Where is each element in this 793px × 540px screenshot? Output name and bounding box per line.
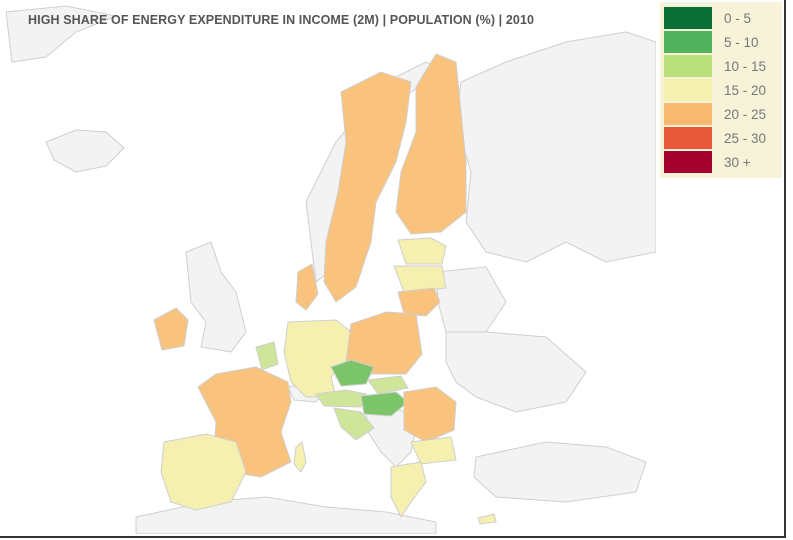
russia-north (455, 31, 657, 263)
spain-portugal[interactable] (160, 433, 247, 511)
legend-item[interactable]: 20 - 25 (664, 102, 782, 126)
legend-label: 5 - 10 (724, 34, 759, 50)
lithuania[interactable] (397, 287, 441, 317)
map-svg (5, 5, 657, 535)
legend-label: 20 - 25 (724, 106, 767, 122)
austria[interactable] (315, 389, 367, 408)
legend-item[interactable]: 25 - 30 (664, 126, 782, 150)
choropleth-map[interactable]: HIGH SHARE OF ENERGY EXPENDITURE IN INCO… (5, 2, 657, 535)
legend-item[interactable]: 0 - 5 (664, 6, 782, 30)
legend-swatch (664, 7, 712, 29)
uk (185, 241, 247, 353)
greenland-fragment (5, 5, 118, 63)
romania[interactable] (403, 386, 457, 443)
hungary[interactable] (360, 391, 409, 417)
legend-swatch (664, 103, 712, 125)
eu-countries (153, 53, 497, 525)
netherlands-belgium[interactable] (255, 341, 279, 371)
iceland (45, 129, 125, 173)
legend-swatch (664, 151, 712, 173)
legend-swatch (664, 127, 712, 149)
sweden[interactable] (323, 71, 412, 303)
legend: 0 - 5 5 - 10 10 - 15 15 - 20 20 - 25 25 … (660, 2, 782, 178)
turkey (473, 441, 647, 503)
legend-swatch (664, 31, 712, 53)
czechia[interactable] (330, 359, 375, 387)
finland[interactable] (395, 53, 467, 235)
ukraine (445, 331, 587, 413)
bulgaria[interactable] (410, 436, 457, 465)
legend-swatch (664, 55, 712, 77)
slovakia[interactable] (367, 375, 409, 395)
legend-label: 25 - 30 (724, 130, 767, 146)
germany[interactable] (283, 319, 352, 398)
legend-label: 15 - 20 (724, 82, 767, 98)
legend-label: 0 - 5 (724, 10, 752, 26)
legend-item[interactable]: 30 + (664, 150, 782, 174)
legend-item[interactable]: 10 - 15 (664, 54, 782, 78)
cyprus[interactable] (477, 513, 497, 525)
estonia[interactable] (397, 237, 447, 265)
italy[interactable] (293, 441, 307, 473)
legend-swatch (664, 79, 712, 101)
legend-item[interactable]: 15 - 20 (664, 78, 782, 102)
latvia[interactable] (393, 265, 447, 293)
legend-label: 30 + (724, 154, 751, 170)
legend-item[interactable]: 5 - 10 (664, 30, 782, 54)
ireland[interactable] (153, 307, 189, 351)
legend-label: 10 - 15 (724, 58, 767, 74)
map-title: HIGH SHARE OF ENERGY EXPENDITURE IN INCO… (28, 13, 535, 27)
greece[interactable] (390, 461, 427, 518)
slovenia-croatia[interactable] (333, 407, 375, 441)
denmark[interactable] (295, 263, 319, 311)
belarus (435, 266, 507, 333)
